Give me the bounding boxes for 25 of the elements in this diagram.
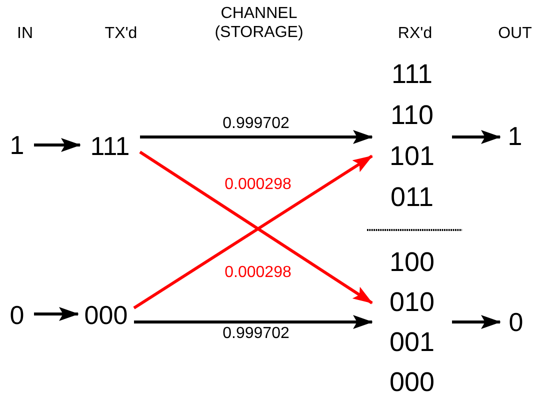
input-bit: 1 <box>0 128 34 162</box>
received-codeword: 010 <box>389 286 435 319</box>
arrow <box>34 138 81 152</box>
column-header: IN <box>17 24 33 43</box>
column-header: RX'd <box>398 24 432 43</box>
column-header: OUT <box>498 24 532 43</box>
arrow <box>134 315 373 329</box>
received-codeword: 011 <box>390 181 434 214</box>
output-bit: 0 <box>500 305 532 339</box>
received-codeword: 001 <box>389 326 435 359</box>
column-header: CHANNEL (STORAGE) <box>214 4 304 42</box>
received-codeword: 000 <box>389 366 435 399</box>
received-codeword: 110 <box>390 99 434 132</box>
arrow <box>34 307 79 321</box>
arrow <box>452 315 501 329</box>
received-codeword: 100 <box>389 246 435 279</box>
arrow <box>452 130 501 144</box>
codeword: 000 <box>78 298 134 332</box>
received-codeword: 111 <box>391 58 433 91</box>
codeword: 111 <box>80 129 140 163</box>
input-bit: 0 <box>0 298 34 332</box>
output-bit: 1 <box>500 119 530 153</box>
column-header: TX'd <box>104 24 138 43</box>
received-codeword: 101 <box>389 140 435 173</box>
arrow <box>140 130 373 144</box>
